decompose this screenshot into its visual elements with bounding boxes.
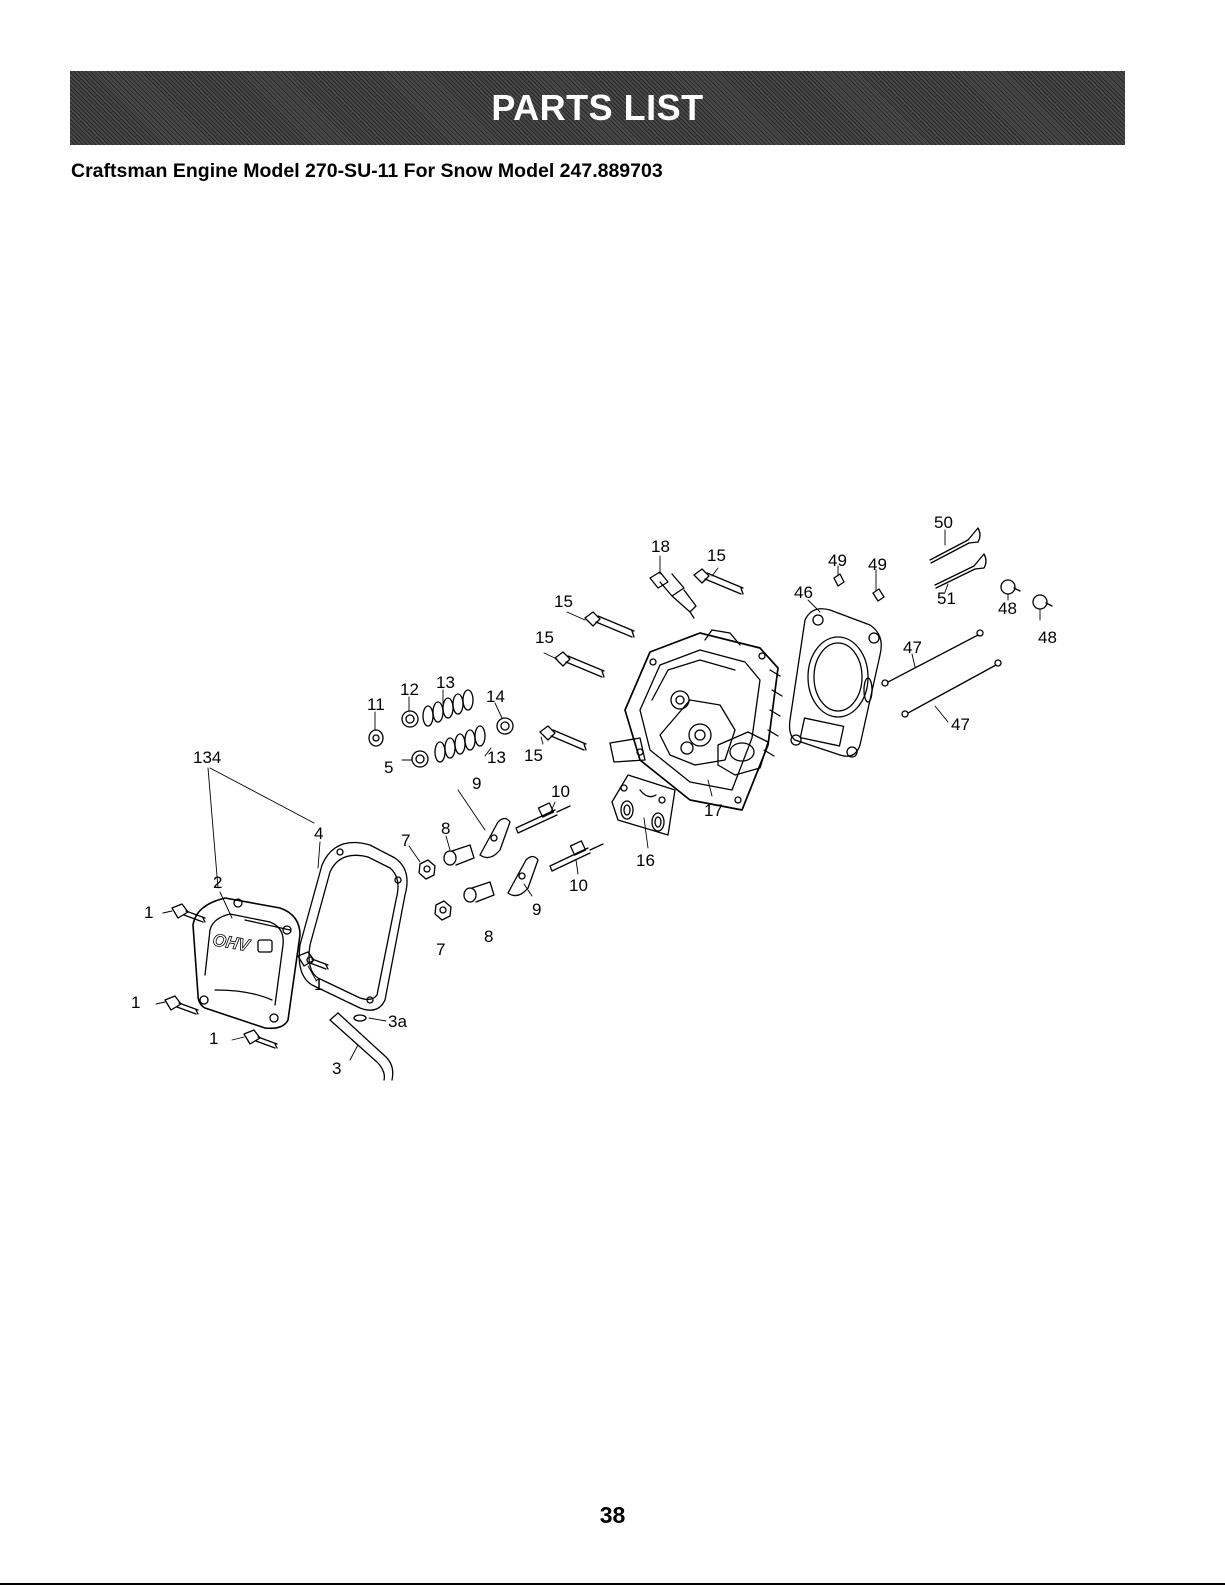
rocker-nut-part	[435, 901, 451, 920]
valve-keeper-part	[873, 589, 884, 601]
callout-15: 15	[554, 592, 573, 611]
cylinder-gasket-part	[790, 609, 882, 757]
callout-2: 2	[213, 873, 222, 892]
callout-17: 17	[704, 801, 723, 820]
callout-49: 49	[828, 551, 847, 570]
push-rod-part	[882, 630, 983, 686]
valve-cap-part	[369, 730, 383, 746]
callout-12: 12	[400, 680, 419, 699]
leader-lines	[156, 530, 1040, 1060]
rocker-stud-part	[516, 803, 570, 833]
callout-46: 46	[794, 583, 813, 602]
valve-seat-part	[412, 751, 428, 767]
rocker-nut-part	[419, 860, 435, 879]
rocker-arm-part	[508, 857, 538, 896]
callout-7: 7	[436, 940, 445, 959]
callout-14: 14	[486, 687, 505, 706]
callout-16: 16	[636, 851, 655, 870]
callout-47: 47	[903, 638, 922, 657]
callout-15: 15	[707, 546, 726, 565]
ohv-logo: OHV	[211, 930, 252, 955]
clip-part	[354, 1015, 366, 1021]
callout-47: 47	[951, 715, 970, 734]
push-rod-part	[902, 660, 1001, 717]
callout-1: 1	[209, 1029, 218, 1048]
callout-8: 8	[484, 927, 493, 946]
callout-49: 49	[868, 555, 887, 574]
pivot-bolt-part	[464, 882, 494, 902]
callout-1: 1	[314, 975, 323, 994]
spring-retainer-part	[402, 711, 418, 727]
callout-15: 15	[524, 746, 543, 765]
callout-1: 1	[131, 993, 140, 1012]
callout-50: 50	[934, 513, 953, 532]
callout-10: 10	[551, 782, 570, 801]
callout-1: 1	[144, 903, 153, 922]
valve-stem-cap-part	[1001, 580, 1020, 594]
callout-3: 3	[332, 1059, 341, 1078]
cylinder-head-part	[610, 630, 782, 810]
pivot-bolt-part	[444, 845, 474, 865]
valve-cover-part	[193, 898, 300, 1028]
callout-7: 7	[401, 831, 410, 850]
head-bolt-part	[694, 569, 743, 594]
callout-11: 11	[367, 695, 385, 714]
cover-bolt-part	[244, 1030, 277, 1048]
callout-9: 9	[532, 900, 541, 919]
head-gasket-part	[612, 775, 675, 835]
callout-10: 10	[569, 876, 588, 895]
cover-bolt-part	[298, 952, 328, 969]
callout-134: 134	[193, 748, 221, 767]
rocker-arm-part	[480, 819, 510, 858]
intake-valve-part	[930, 528, 980, 563]
callout-51: 51	[937, 589, 956, 608]
callout-4: 4	[314, 824, 323, 843]
callout-15: 15	[535, 628, 554, 647]
callout-8: 8	[441, 819, 450, 838]
callout-48: 48	[998, 599, 1017, 618]
cover-bolt-part	[172, 904, 205, 922]
callout-5: 5	[384, 758, 393, 777]
valve-spring-part	[435, 726, 485, 762]
valve-spring-part	[423, 690, 473, 726]
callout-18: 18	[651, 537, 670, 556]
callout-3a: 3a	[388, 1012, 407, 1031]
callout-48: 48	[1038, 628, 1057, 647]
valve-stem-cap-part	[1033, 595, 1052, 609]
valve-keeper-part	[834, 574, 844, 586]
head-bolt-part	[540, 726, 586, 750]
spark-plug-part	[650, 572, 696, 618]
cover-bolt-part	[165, 996, 198, 1014]
page-number: 38	[0, 1502, 1225, 1529]
spring-retainer-part	[497, 718, 513, 734]
head-bolt-part	[585, 612, 634, 637]
callout-13: 13	[436, 673, 455, 692]
head-bolt-part	[555, 652, 604, 677]
callout-9: 9	[472, 774, 481, 793]
exhaust-valve-part	[935, 554, 986, 588]
callout-13: 13	[487, 748, 506, 767]
